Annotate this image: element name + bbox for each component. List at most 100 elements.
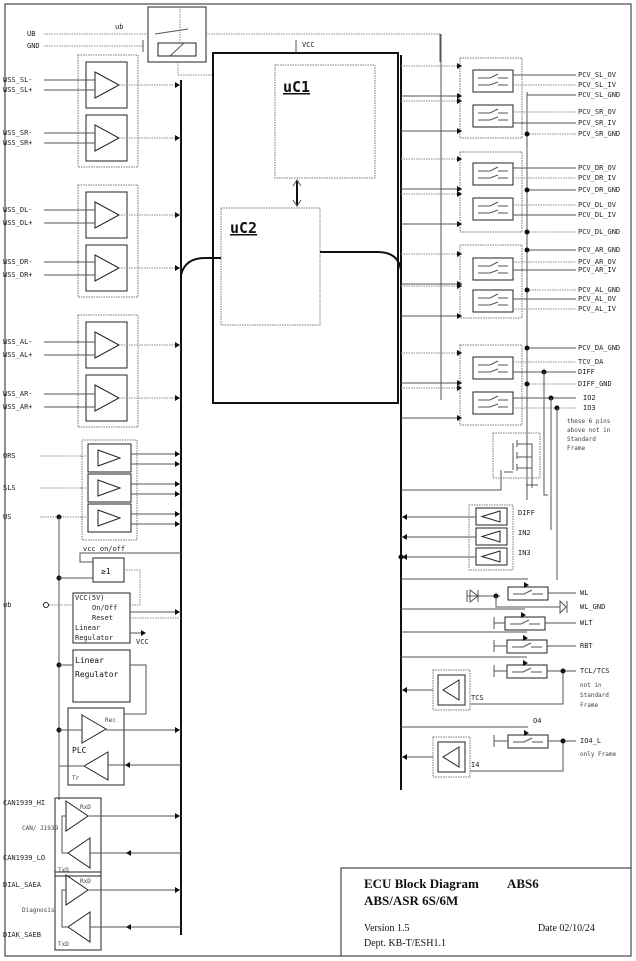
department: Dept. KB-T/ESH1.1	[364, 938, 446, 949]
note-text: above not in	[567, 427, 611, 434]
diag-transceiver	[54, 871, 102, 951]
wire	[61, 889, 181, 928]
amplifier-icon	[94, 71, 121, 99]
arrow-icon	[402, 554, 407, 560]
switch-icon	[478, 201, 508, 214]
wire	[59, 729, 181, 767]
right-pin-label: PCV_AR_OV	[578, 258, 617, 266]
amplifier-icon	[480, 530, 501, 543]
right-pin-label: DIFF	[578, 368, 595, 376]
amplifier-icon	[94, 384, 121, 412]
note-text: these 6 pins	[567, 418, 611, 425]
arrow-icon	[457, 313, 462, 319]
valve-switch	[472, 257, 514, 281]
arrow-icon	[175, 521, 180, 527]
wire	[79, 552, 181, 563]
i4-input-block	[432, 736, 471, 778]
arrow-icon	[523, 660, 528, 666]
ub-wire-label: ub	[115, 23, 123, 31]
junction-dot	[524, 345, 530, 351]
valve-switch	[472, 391, 514, 415]
left-pin-label: CAN/ J1939	[22, 825, 59, 832]
right-pin-label: PCV_SL_GND	[578, 91, 620, 99]
amplifier-icon	[67, 837, 91, 869]
amplifier-icon	[94, 254, 121, 282]
amplifier-icon	[97, 479, 122, 497]
right-pin-label: WLT	[580, 619, 593, 627]
junction-dot	[524, 187, 530, 193]
diode-icon	[495, 596, 568, 615]
arrow-icon	[457, 156, 462, 162]
right-pin-label: PCV_DL_IV	[578, 211, 617, 219]
junction-dot	[524, 247, 530, 253]
left-pin-label: WSS_SL-	[3, 76, 33, 84]
switch-icon	[478, 166, 508, 179]
arrow-icon	[457, 63, 462, 69]
wheel-sensor-amplifier	[85, 191, 128, 239]
right-pin-label: PCV_DL_OV	[578, 201, 617, 209]
right-pin-label: RBT	[580, 642, 593, 650]
arrow-icon	[402, 687, 407, 693]
arrow-icon	[457, 251, 462, 257]
arrow-icon	[457, 98, 462, 104]
junction-dot	[524, 287, 530, 293]
regulator-text: Reset	[92, 614, 113, 622]
arrow-icon	[175, 82, 180, 88]
left-pin-label: WSS_DR-	[3, 258, 33, 266]
arrow-icon	[126, 924, 131, 930]
can-txd-label: TxD	[58, 867, 69, 874]
diag-rxd-label: RxD	[80, 878, 91, 885]
arrow-icon	[402, 534, 407, 540]
junction-dot	[560, 668, 566, 674]
wire	[59, 664, 147, 715]
version: Version 1.5	[364, 923, 410, 934]
note-text: Frame	[567, 445, 585, 452]
vcc-out-label: VCC	[136, 638, 149, 646]
note-text: Standard	[567, 436, 596, 443]
junction-dot	[398, 554, 404, 560]
note-text: Standard	[580, 692, 609, 699]
mosfet-icon	[401, 440, 538, 491]
valve-driver-group	[459, 151, 523, 233]
left-pin-label: UB	[27, 30, 35, 38]
drawing-code: ABS6	[507, 876, 539, 891]
left-pin-label: Diagnosis	[22, 907, 55, 914]
arrow-icon	[521, 612, 526, 618]
amplifier-icon	[81, 714, 107, 744]
right-pin-label: PCV_DR_OV	[578, 164, 617, 172]
wheel-sensor-amplifier	[85, 61, 128, 109]
left-pin-label: WSS_SR-	[3, 129, 33, 137]
amplifier-icon	[442, 746, 460, 768]
arrow-icon	[175, 609, 180, 615]
right-pin-label: PCV_DR_GND	[578, 186, 620, 194]
valve-driver-group	[459, 244, 523, 319]
regulator-text: VCC(5V)	[75, 594, 105, 602]
arrow-icon	[175, 265, 180, 271]
right-pin-label: PCV_AL_OV	[578, 295, 617, 303]
valve-switch	[472, 104, 514, 128]
wheel-sensor-amplifier	[85, 114, 128, 162]
wire	[124, 569, 141, 606]
arrow-icon	[175, 135, 180, 141]
ground-symbol	[493, 735, 508, 747]
input-amplifier	[87, 473, 132, 503]
sensor-group	[77, 54, 139, 168]
linear-regulator-2	[72, 649, 131, 703]
title-block: ECU Block Diagram ABS6 ABS/ASR 6S/6M Ver…	[340, 867, 632, 957]
sensor-group	[77, 314, 139, 428]
can-rxd-label: RxD	[80, 804, 91, 811]
ground-symbol	[493, 640, 507, 652]
tcs-input-block	[432, 669, 471, 711]
valve-driver-group	[459, 344, 523, 426]
switch-icon	[510, 619, 540, 625]
switch-icon	[478, 261, 508, 274]
switch-icon	[512, 667, 542, 673]
left-pin-label: DIAL_SAEA	[3, 881, 42, 889]
regulator-text: Linear	[75, 624, 100, 632]
arrow-icon	[175, 491, 180, 497]
tcs-label: TCS	[471, 694, 484, 702]
arrow-icon	[457, 93, 462, 99]
left-pin-label: CAN1939_LO	[3, 854, 45, 862]
right-pin-label: PCV_SL_OV	[578, 71, 617, 79]
